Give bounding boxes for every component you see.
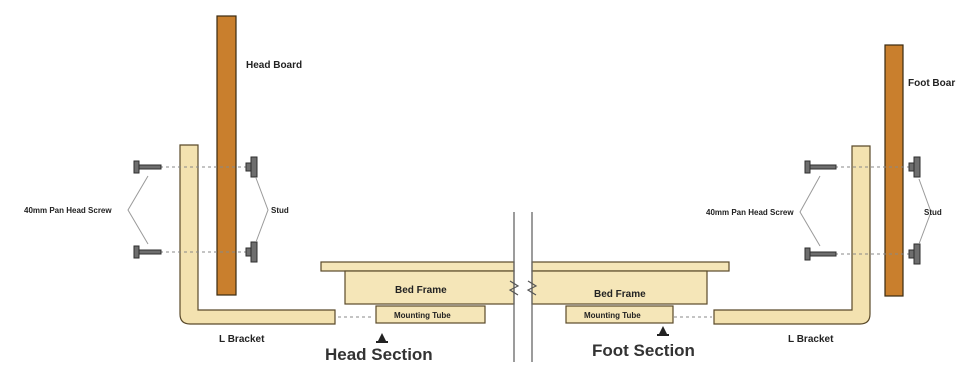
right-l-bracket bbox=[713, 145, 871, 325]
left-stud-top bbox=[245, 156, 258, 178]
left-mounting-tube bbox=[375, 305, 486, 324]
right-stud-label: Stud bbox=[924, 208, 942, 217]
left-screw-top bbox=[133, 160, 162, 174]
right-mounting-tube bbox=[565, 305, 674, 324]
right-screw-bottom bbox=[804, 247, 837, 261]
left-stud-leader bbox=[255, 177, 269, 243]
right-screw-label: 40mm Pan Head Screw bbox=[706, 208, 794, 217]
left-l-bracket-label: L Bracket bbox=[219, 334, 265, 345]
left-bed-frame-label: Bed Frame bbox=[395, 285, 447, 296]
break-symbol-left bbox=[508, 280, 520, 296]
head-board-label: Head Board bbox=[246, 60, 302, 71]
left-screw-bottom bbox=[133, 245, 162, 259]
left-stud-bottom bbox=[245, 241, 258, 263]
left-l-bracket bbox=[179, 144, 336, 325]
foot-board-label: Foot Boar bbox=[908, 78, 955, 89]
right-stud-top bbox=[908, 156, 921, 178]
right-l-bracket-label: L Bracket bbox=[788, 334, 834, 345]
left-foot-marker bbox=[378, 333, 386, 341]
right-screw-leader bbox=[799, 175, 821, 247]
head-board bbox=[216, 15, 237, 296]
right-stud-bottom bbox=[908, 243, 921, 265]
left-frame-rail bbox=[320, 261, 515, 272]
right-frame-rail bbox=[531, 261, 730, 272]
left-stud-label: Stud bbox=[271, 206, 289, 215]
right-screw-top bbox=[804, 160, 837, 174]
right-foot-marker-base bbox=[657, 334, 669, 336]
right-bed-frame-label: Bed Frame bbox=[594, 289, 646, 300]
foot-section-label: Foot Section bbox=[592, 341, 695, 360]
left-screw-leader bbox=[127, 175, 149, 245]
left-screw-label: 40mm Pan Head Screw bbox=[24, 206, 112, 215]
right-mounting-tube-label: Mounting Tube bbox=[584, 311, 641, 320]
break-symbol-right bbox=[526, 280, 538, 296]
right-foot-marker bbox=[659, 326, 667, 334]
head-section-label: Head Section bbox=[325, 345, 433, 364]
foot-board bbox=[884, 44, 904, 297]
left-mounting-tube-label: Mounting Tube bbox=[394, 311, 451, 320]
left-foot-marker-base bbox=[376, 341, 388, 343]
right-stud-leader bbox=[918, 178, 932, 245]
